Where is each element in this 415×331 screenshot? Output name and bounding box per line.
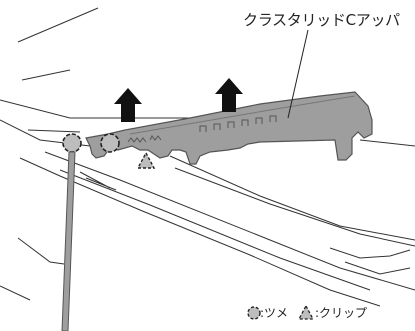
clip-symbol-icon: [297, 304, 315, 320]
pull-up-arrow-right: [215, 78, 243, 112]
part-name-label: クラスタリッドCアッパ: [243, 11, 400, 29]
claw-symbol-icon: [247, 306, 261, 320]
clip-legend-label: :クリップ: [315, 306, 368, 320]
claw-legend-label: :ツメ: [260, 306, 289, 320]
clip-marker: [136, 151, 156, 169]
cluster-lid-c-upper: [85, 91, 373, 165]
pointer-pole: [61, 151, 76, 331]
dashboard-outline: [0, 7, 415, 307]
claw-marker-left: [62, 133, 82, 153]
cluster-lid-top-ridge: [129, 95, 356, 135]
claw-marker-right: [100, 133, 120, 153]
cluster-lid-teeth: [127, 115, 277, 143]
label-leader-line: [287, 29, 309, 119]
pull-up-arrow-left: [114, 88, 142, 122]
